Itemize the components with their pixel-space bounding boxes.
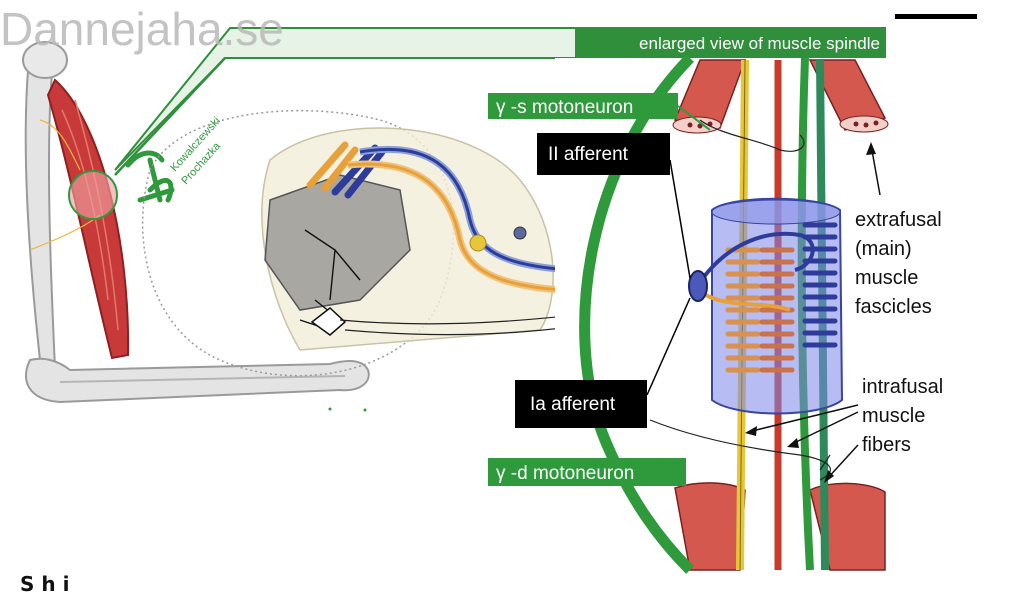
spindle-capsule <box>688 197 844 415</box>
top-right-bar <box>895 14 977 19</box>
banner-text: enlarged view of muscle spindle <box>639 34 880 53</box>
banner <box>575 28 885 58</box>
ia-afferent-label: Ia afferent <box>530 394 616 415</box>
spindle-location-circle <box>68 170 118 220</box>
gamma-s-endings <box>699 119 805 152</box>
gamma-d-endings <box>649 419 831 481</box>
watermark: Dannejaha.se <box>0 3 284 55</box>
orange-root <box>306 141 359 192</box>
projection-line <box>114 57 226 176</box>
signature-logo: Kowalczewski Prochazka <box>125 115 224 203</box>
intrafusal-label: intrafusal muscle fibers <box>862 376 943 456</box>
svg-text:extrafusal: extrafusal <box>855 209 942 231</box>
ia-afferent-label-box <box>515 380 647 428</box>
extrafusal-fascicles-top <box>672 59 889 134</box>
motoneuron-body <box>310 307 347 336</box>
bottom-cut-text: S h i <box>20 572 70 596</box>
ii-afferent-label: II afferent <box>548 144 629 165</box>
gamma-s-label: γ -s motoneuron <box>496 97 633 118</box>
gamma-s-label-box <box>488 93 678 119</box>
svg-text:fibers: fibers <box>862 434 911 456</box>
svg-text:muscle: muscle <box>862 405 925 427</box>
svg-text:muscle: muscle <box>855 267 918 289</box>
neuron-dendrites <box>299 229 361 331</box>
arm-skeleton <box>22 41 370 404</box>
gamma-d-label-box <box>488 458 686 486</box>
ii-afferent-label-box <box>537 133 670 175</box>
svg-text:fascicles: fascicles <box>855 296 932 318</box>
svg-text:(main): (main) <box>855 238 912 260</box>
spinal-cord-outline <box>141 109 455 377</box>
gamma-d-label: γ -d motoneuron <box>496 463 634 484</box>
svg-text:intrafusal: intrafusal <box>862 376 943 398</box>
blue-root <box>331 144 386 199</box>
extrafusal-label: extrafusal (main) muscle fascicles <box>855 209 942 318</box>
